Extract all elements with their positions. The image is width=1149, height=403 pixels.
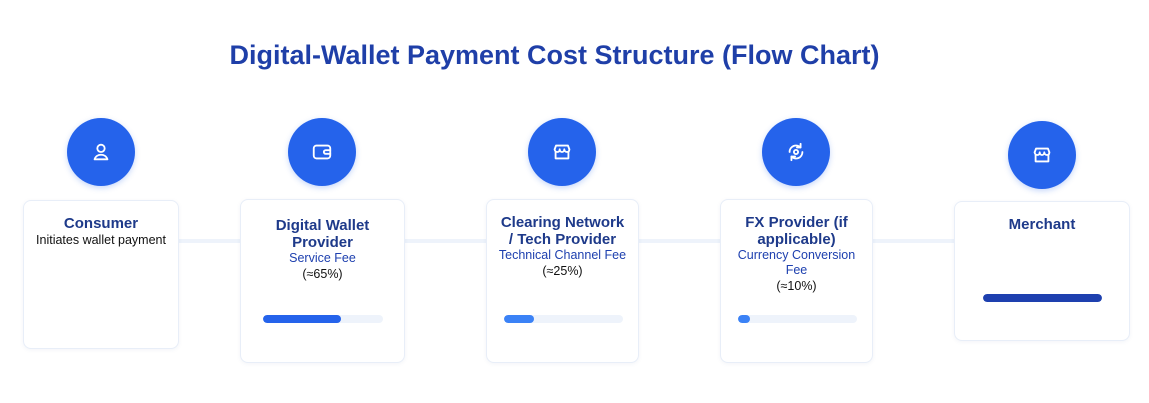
node-name: Clearing Network / Tech Provider — [500, 214, 625, 248]
storefront-icon — [528, 118, 596, 186]
flow-connector — [638, 239, 720, 243]
fee-label: Service Fee — [289, 251, 356, 265]
share-bar-fill — [263, 315, 341, 323]
flow-connector — [872, 239, 954, 243]
node-card-merchant: Merchant — [954, 201, 1130, 341]
share-bar-fill — [504, 315, 534, 323]
share-bar-track — [983, 294, 1102, 302]
user-icon — [67, 118, 135, 186]
exchange-icon — [762, 118, 830, 186]
share-bar-fill — [983, 294, 1102, 302]
node-card-clearing-network: Clearing Network / Tech Provider Technic… — [486, 199, 639, 363]
node-name: FX Provider (if applicable) — [745, 214, 848, 248]
flow-connector — [178, 239, 240, 243]
node-name: Merchant — [1008, 216, 1076, 233]
node-card-fx-provider: FX Provider (if applicable) Currency Con… — [720, 199, 873, 363]
fee-label: Technical Channel Fee — [498, 248, 627, 262]
share-label: (≈10%) — [776, 279, 817, 293]
node-card-consumer: Consumer Initiates wallet payment — [23, 200, 179, 349]
flow-connector — [404, 239, 486, 243]
share-bar-fill — [738, 315, 750, 323]
share-label: (≈65%) — [302, 267, 343, 281]
wallet-icon — [288, 118, 356, 186]
node-card-wallet-provider: Digital Wallet Provider Service Fee (≈65… — [240, 199, 405, 363]
share-bar-track — [504, 315, 623, 323]
share-bar-track — [263, 315, 383, 323]
fee-label: Currency Conversion Fee — [737, 248, 856, 277]
node-name: Digital Wallet Provider — [275, 217, 370, 251]
node-description: Initiates wallet payment — [36, 233, 166, 247]
storefront-icon — [1008, 121, 1076, 189]
share-label: (≈25%) — [542, 264, 583, 278]
node-name: Consumer — [63, 215, 139, 232]
share-bar-track — [738, 315, 857, 323]
page-title: Digital-Wallet Payment Cost Structure (F… — [229, 40, 880, 70]
